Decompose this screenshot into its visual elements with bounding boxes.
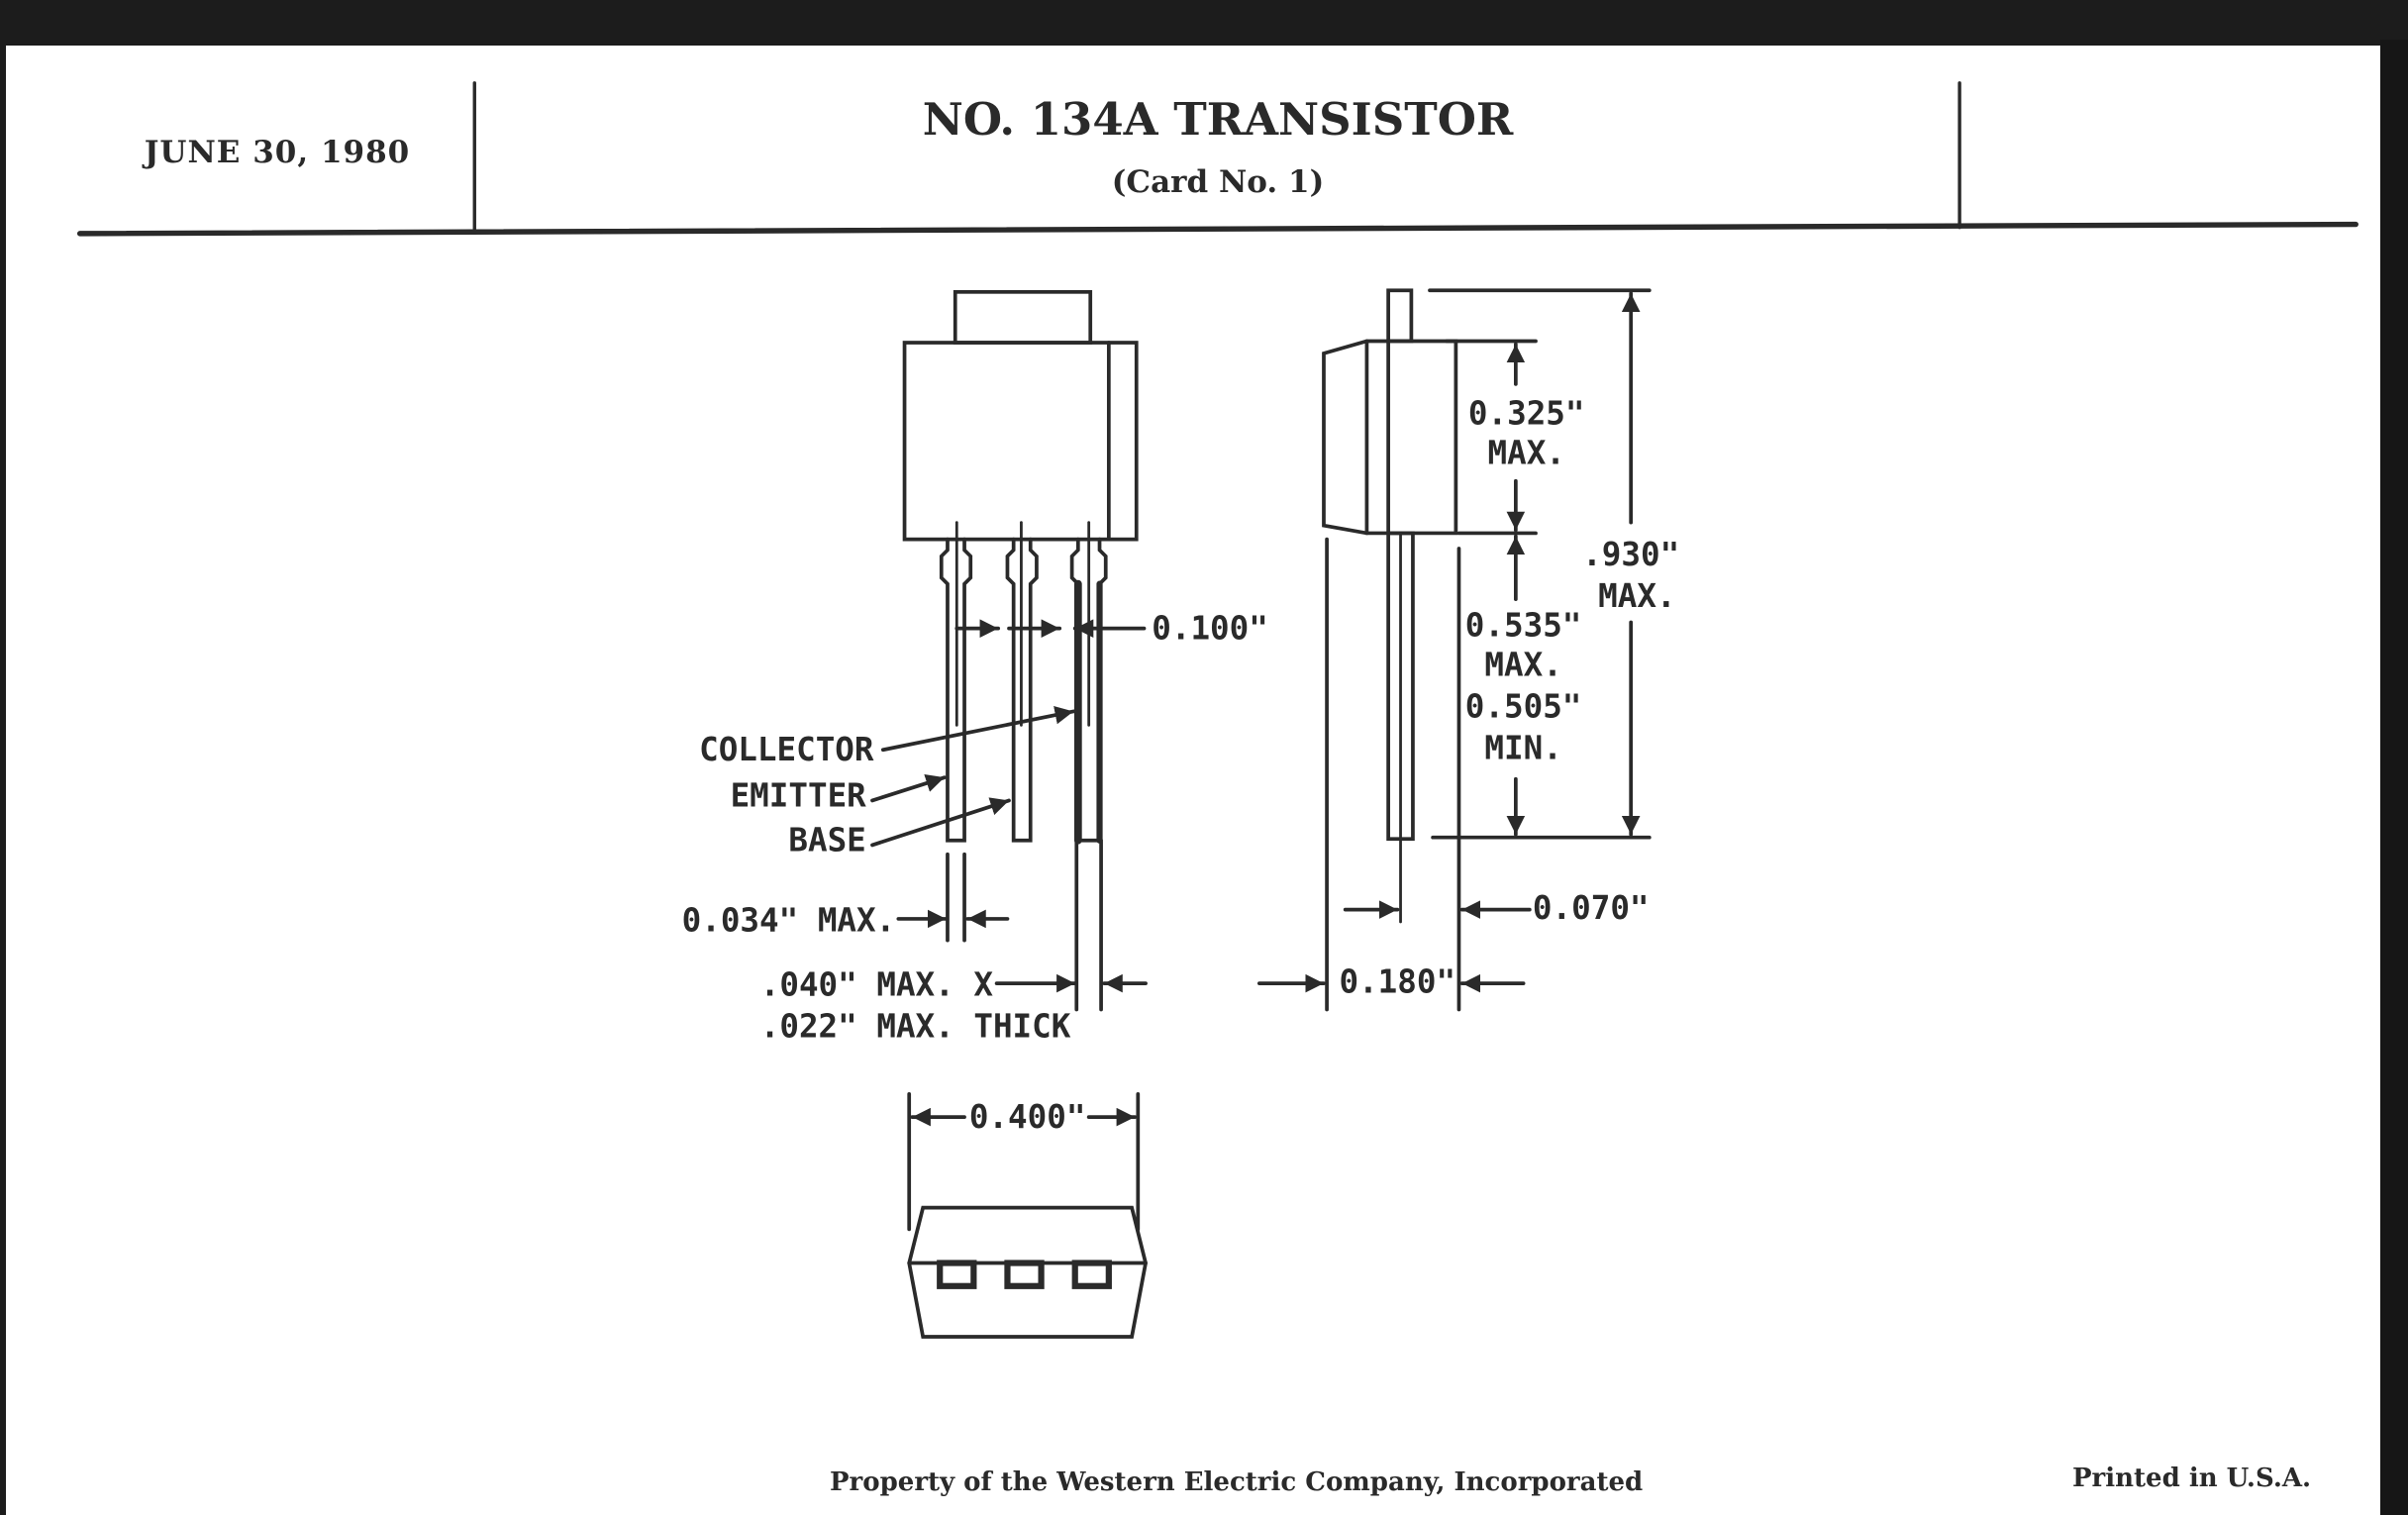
footer-printed: Printed in U.S.A.: [2072, 1464, 2312, 1493]
overall-height-qualifier: MAX.: [1598, 577, 1675, 615]
lead-length-min-label: 0.505": [1465, 688, 1582, 726]
base-leader: [870, 797, 1011, 848]
header-rule: [76, 221, 2358, 237]
bottom-view: [907, 1091, 1148, 1339]
footer-property: Property of the Western Electric Company…: [830, 1467, 1644, 1497]
body-height-label: 0.325": [1468, 394, 1585, 432]
overall-height-label: .930": [1582, 536, 1679, 573]
body-height-qualifier: MAX.: [1488, 435, 1565, 472]
lead-length-min-qualifier: MIN.: [1484, 730, 1561, 767]
lead-collector: [1069, 521, 1108, 845]
bottom-width-label: 0.400": [969, 1098, 1086, 1136]
card-date: JUNE 30, 1980: [144, 135, 411, 170]
collector-label: COLLECTOR: [699, 731, 874, 768]
bottom-lead-3: [1071, 1260, 1112, 1289]
collector-leader: [880, 706, 1076, 753]
body-depth-label: 0.180": [1339, 962, 1455, 1000]
emitter-leader: [870, 773, 947, 803]
tab-dimension-label-1: .040" MAX. X: [760, 966, 994, 1004]
bottom-lead-1: [937, 1260, 977, 1289]
lead-length-max-label: 0.535": [1465, 606, 1582, 644]
front-tab: [953, 289, 1093, 345]
lead-offset-label: 0.070": [1533, 889, 1650, 927]
card-subtitle: (Card No. 1): [1111, 164, 1325, 200]
lead-width-label: 0.034" MAX.: [682, 901, 896, 939]
front-view: [870, 289, 1148, 1012]
side-view: [1256, 288, 1652, 1012]
lead-base: [1005, 521, 1039, 843]
lead-length-max-qualifier: MAX.: [1484, 647, 1561, 684]
emitter-label: EMITTER: [731, 777, 867, 815]
bottom-lead-2: [1004, 1260, 1045, 1289]
card-title: NO. 134A TRANSISTOR: [922, 93, 1514, 146]
tab-dimension-label-2: .022" MAX. THICK: [760, 1007, 1071, 1045]
side-tab: [1386, 288, 1414, 344]
lead-spacing-label: 0.100": [1152, 610, 1268, 648]
lead-emitter: [939, 521, 973, 843]
base-label: BASE: [788, 822, 865, 859]
scan-border: [2380, 40, 2408, 1515]
front-body: [902, 341, 1139, 542]
spec-card: [6, 46, 2380, 1515]
